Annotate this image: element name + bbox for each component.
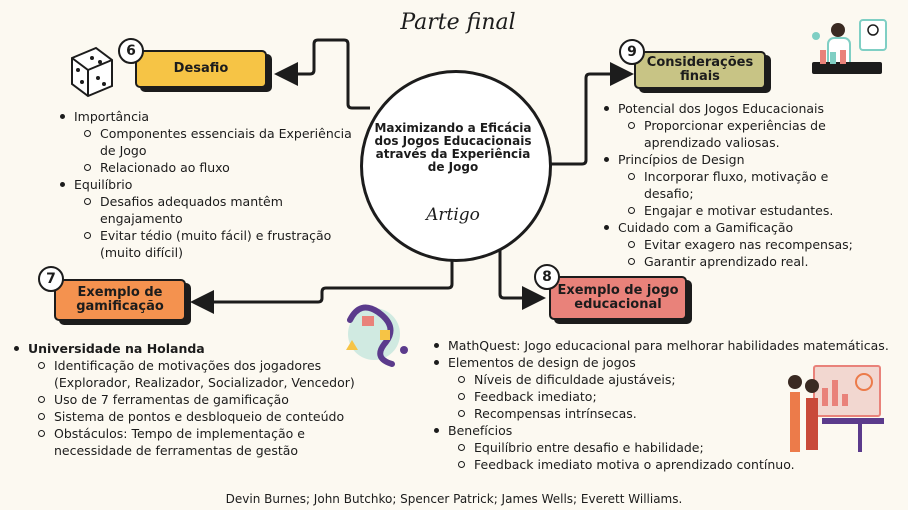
list-item: Feedback imediato; [434,388,904,405]
connector-gamificacao [190,256,454,314]
scientist-illustration [812,19,887,74]
center-title: Maximizando a Eficácia dos Jogos Educaci… [374,121,532,174]
section-number-7: 7 [38,266,64,292]
consideracoes-box: Considerações finais [634,51,766,89]
list-item: Recompensas intrínsecas. [434,405,904,422]
desafio-content: Importância Componentes essenciais da Ex… [60,108,356,261]
list-item: Evitar exagero nas recompensas; [604,236,864,253]
consideracoes-content: Potencial dos Jogos Educacionais Proporc… [604,100,864,270]
list-item: Engajar e motivar estudantes. [604,202,864,219]
list-item: Cuidado com a Gamificação [604,219,864,236]
list-item: Relacionado ao fluxo [60,159,356,176]
list-item: Elementos de design de jogos [434,354,904,371]
connector-consideracoes [544,62,634,166]
center-subtitle: Artigo [426,205,480,225]
list-item: Feedback imediato motiva o aprendizado c… [434,456,904,473]
center-circle [360,70,552,262]
page-title: Parte final [400,10,516,35]
list-item: Universidade na Holanda [14,340,360,357]
list-item: Equilíbrio entre desafio e habilidade; [434,439,904,456]
list-item: Níveis de dificuldade ajustáveis; [434,371,904,388]
list-item: Desafios adequados mantêm engajamento [60,193,356,227]
jogo-content: MathQuest: Jogo educacional para melhora… [434,337,904,473]
dice-icon [71,46,113,98]
list-item: Benefícios [434,422,904,439]
connector-jogo [498,248,546,310]
jogo-box: Exemplo de jogo educacional [549,276,687,320]
gamificacao-box: Exemplo de gamificação [54,279,186,321]
authors-footer: Devin Burnes; John Butchko; Spencer Patr… [225,492,683,506]
list-item: Potencial dos Jogos Educacionais [604,100,864,117]
presentation-illustration [788,365,884,452]
section-number-8: 8 [534,264,560,290]
list-item: Princípios de Design [604,151,864,168]
gamificacao-content: Universidade na Holanda Identificação de… [14,340,360,459]
connector-desafio [274,38,370,110]
list-item: Identificação de motivações dos jogadore… [14,357,360,391]
list-item: Evitar tédio (muito fácil) e frustração … [60,227,356,261]
list-item: Obstáculos: Tempo de implementação e nec… [14,425,360,459]
desafio-box: Desafio [135,50,267,88]
list-item: Equilíbrio [60,176,356,193]
list-item: Incorporar fluxo, motivação e desafio; [604,168,864,202]
list-item: Importância [60,108,356,125]
section-number-9: 9 [619,39,645,65]
list-item: Uso de 7 ferramentas de gamificação [14,391,360,408]
list-item: Garantir aprendizado real. [604,253,864,270]
list-item: Proporcionar experiências de aprendizado… [604,117,864,151]
section-number-6: 6 [118,38,144,64]
game-path-illustration [346,304,408,367]
list-item: Componentes essenciais da Experiência de… [60,125,356,159]
list-item: Sistema de pontos e desbloqueio de conte… [14,408,360,425]
list-item: MathQuest: Jogo educacional para melhora… [434,337,904,354]
